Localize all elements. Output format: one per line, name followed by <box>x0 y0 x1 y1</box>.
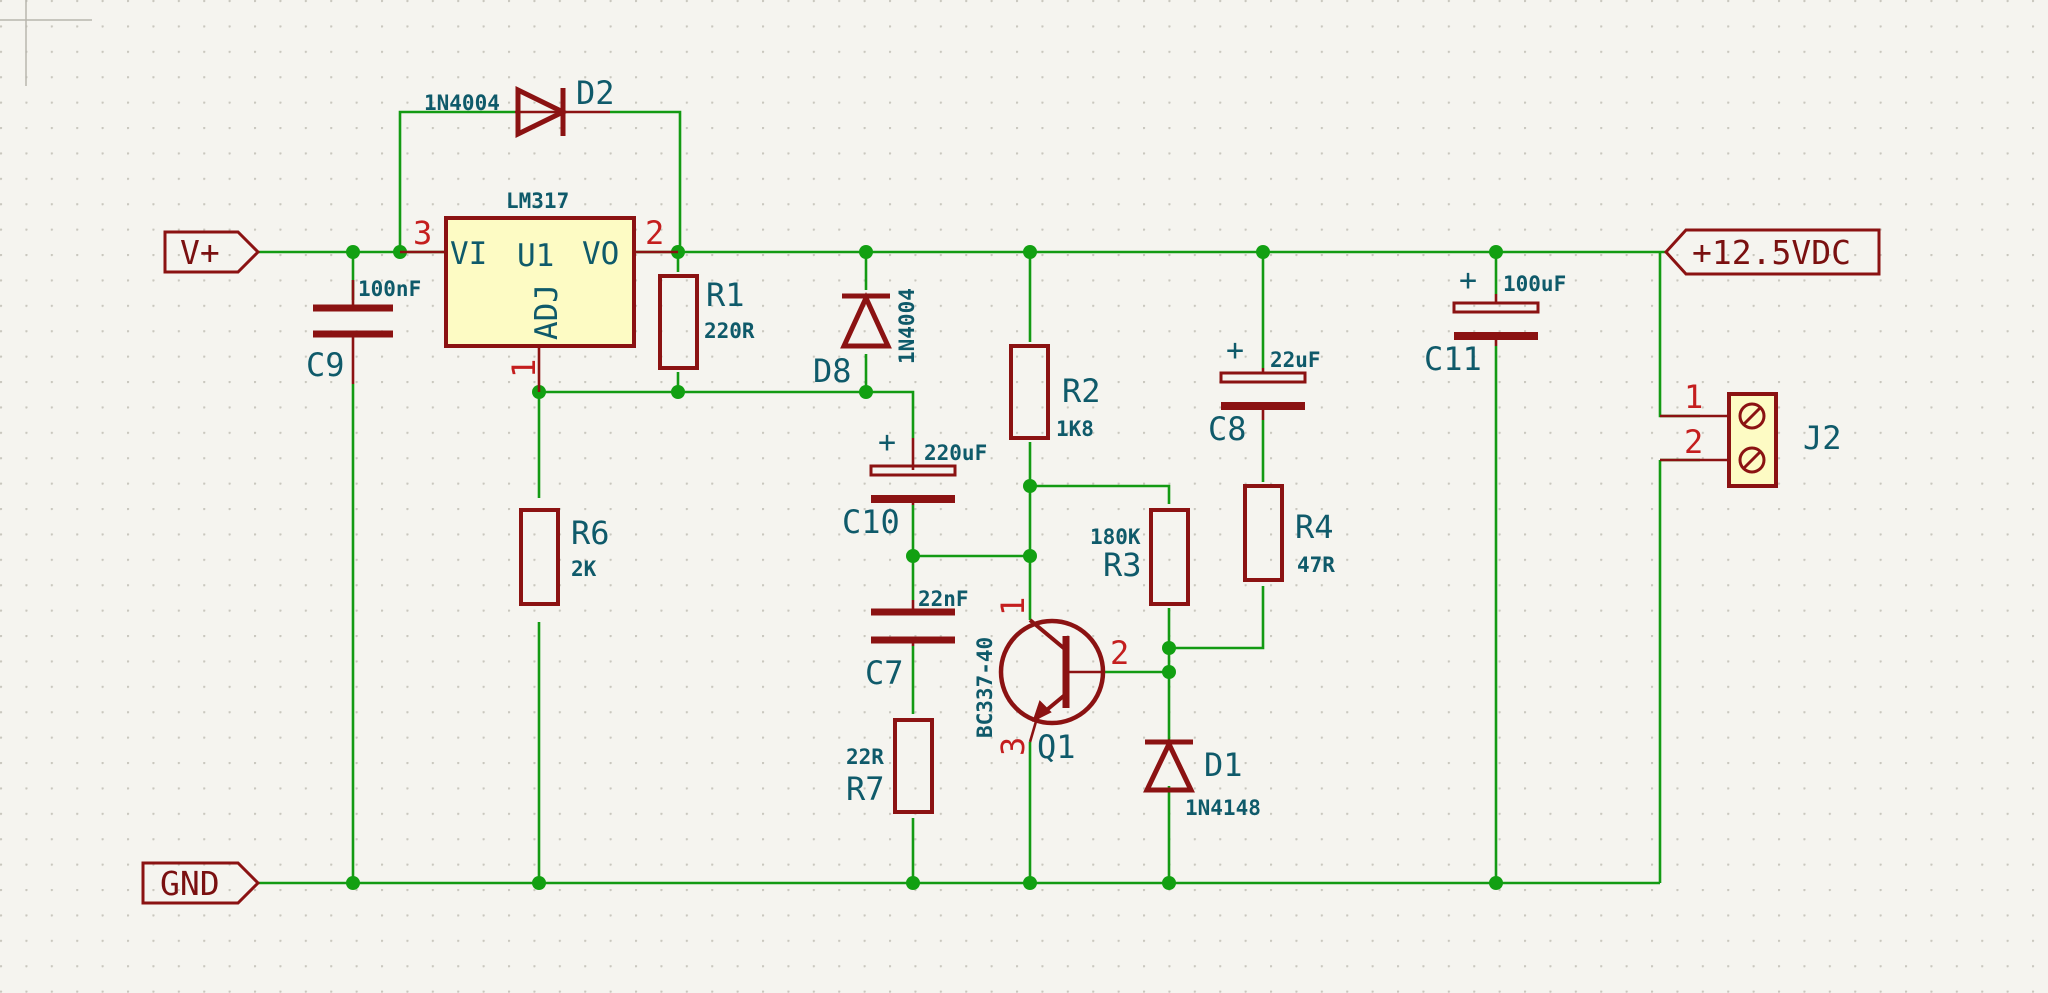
u1-pin-adj: ADJ <box>529 284 565 340</box>
resistor-r7[interactable]: 22R R7 <box>846 718 934 814</box>
label-output-text: +12.5VDC <box>1692 233 1851 272</box>
d8-ref: D8 <box>813 352 852 390</box>
q1-value: BC337-40 <box>973 637 997 738</box>
r2-ref: R2 <box>1062 372 1101 410</box>
capacitor-c10[interactable]: + 220uF C10 <box>842 425 987 541</box>
u1-value: LM317 <box>506 189 569 213</box>
r1-ref: R1 <box>706 276 745 314</box>
capacitor-c7[interactable]: 22nF C7 <box>865 587 969 692</box>
j2-pin-2: 2 <box>1684 423 1703 461</box>
u1-pin-number-in: 3 <box>413 214 432 252</box>
c11-ref: C11 <box>1424 340 1482 378</box>
c8-value: 22uF <box>1270 348 1321 372</box>
q1-pin-emitter: 3 <box>994 737 1032 756</box>
c9-value: 100nF <box>358 277 421 301</box>
r6-ref: R6 <box>571 514 610 552</box>
c11-value: 100uF <box>1503 272 1566 296</box>
label-gnd-text: GND <box>160 864 220 903</box>
d2-ref: D2 <box>576 74 615 112</box>
resistor-r1[interactable]: R1 220R <box>658 274 755 370</box>
c10-ref: C10 <box>842 503 900 541</box>
r7-value: 22R <box>846 745 884 769</box>
q1-pin-collector: 1 <box>994 597 1032 616</box>
q1-pin-base: 2 <box>1110 634 1129 672</box>
resistor-r4[interactable]: R4 47R <box>1243 484 1335 582</box>
r2-value: 1K8 <box>1056 417 1094 441</box>
c8-plus: + <box>1226 333 1244 368</box>
wires[interactable] <box>258 110 1700 885</box>
c10-plus: + <box>878 425 896 460</box>
resistor-r2[interactable]: R2 1K8 <box>1009 344 1101 441</box>
u1-ref: U1 <box>517 238 554 274</box>
u1-pin-number-out: 2 <box>645 214 664 252</box>
c9-ref: C9 <box>306 346 345 384</box>
transistor-q1[interactable]: BC337-40 Q1 1 2 3 <box>973 597 1129 766</box>
u1-pin-vi: VI <box>450 236 487 272</box>
regulator-u1[interactable]: LM317 VI U1 VO ADJ 3 2 1 <box>400 189 678 392</box>
diode-d2[interactable]: 1N4004 D2 <box>424 74 615 139</box>
u1-pin-vo: VO <box>582 236 619 272</box>
resistor-r3[interactable]: 180K R3 <box>1090 508 1190 606</box>
c7-value: 22nF <box>918 587 969 611</box>
capacitor-c8[interactable]: + 22uF C8 <box>1208 333 1321 448</box>
capacitor-c9[interactable]: 100nF C9 <box>306 277 421 384</box>
c11-plus: + <box>1459 263 1477 298</box>
d1-value: 1N4148 <box>1185 796 1261 820</box>
q1-ref: Q1 <box>1037 728 1076 766</box>
label-vplus-text: V+ <box>180 233 220 272</box>
r3-value: 180K <box>1090 525 1141 549</box>
j2-pin-1: 1 <box>1684 378 1703 416</box>
c7-ref: C7 <box>865 654 904 692</box>
label-vplus[interactable]: V+ <box>163 230 261 274</box>
d1-ref: D1 <box>1204 746 1243 784</box>
resistor-r6[interactable]: R6 2K <box>519 508 610 606</box>
screw-terminal-icon <box>1738 402 1766 474</box>
d2-value: 1N4004 <box>424 91 500 115</box>
r6-value: 2K <box>571 557 597 581</box>
r1-value: 220R <box>704 319 755 343</box>
j2-ref: J2 <box>1803 419 1842 457</box>
diode-d8[interactable]: 1N4004 D8 <box>813 288 919 390</box>
r4-value: 47R <box>1297 553 1335 577</box>
r7-ref: R7 <box>846 770 885 808</box>
capacitor-c11[interactable]: + 100uF C11 <box>1424 263 1566 378</box>
r3-ref: R3 <box>1103 546 1142 584</box>
label-output[interactable]: +12.5VDC <box>1663 228 1881 276</box>
connector-j2[interactable]: 1 2 J2 <box>1660 378 1842 488</box>
u1-pin-number-adj: 1 <box>505 359 543 378</box>
cursor-crosshair <box>0 0 92 86</box>
d8-value: 1N4004 <box>895 288 919 364</box>
diode-d1[interactable]: D1 1N4148 <box>1143 738 1261 820</box>
c8-ref: C8 <box>1208 410 1247 448</box>
c10-value: 220uF <box>924 441 987 465</box>
label-gnd[interactable]: GND <box>141 861 261 905</box>
r4-ref: R4 <box>1295 508 1334 546</box>
